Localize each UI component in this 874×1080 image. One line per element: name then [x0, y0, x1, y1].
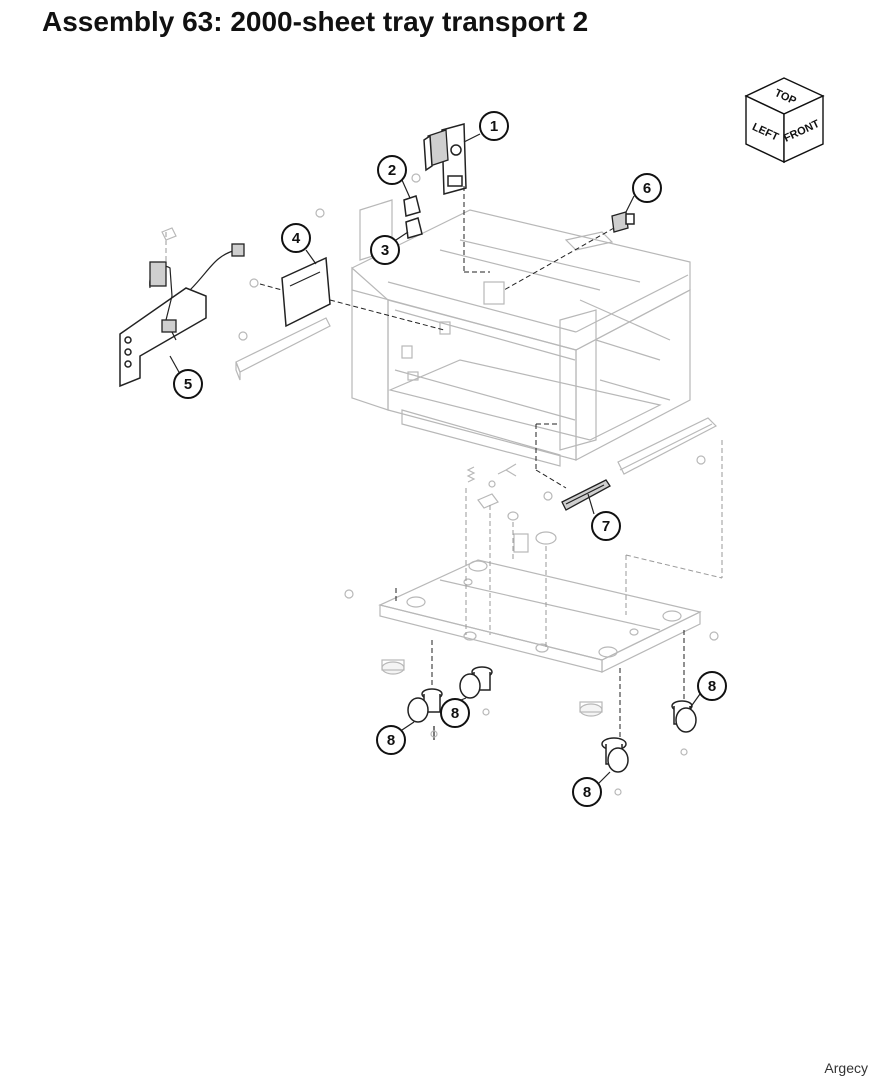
- watermark-text: Argecy: [824, 1060, 868, 1076]
- callout-3: 3: [370, 235, 400, 265]
- part-8-caster-d: [601, 737, 629, 796]
- part-8-caster-c: [671, 700, 697, 756]
- part-5-wire-harness: [119, 227, 245, 388]
- part-8-caster-a: [407, 688, 443, 740]
- callout-8a-label: 8: [387, 732, 395, 749]
- callout-6: 6: [632, 173, 662, 203]
- leveling-feet: [381, 659, 603, 717]
- part-6-connector: [611, 211, 635, 233]
- callout-1-label: 1: [490, 118, 498, 135]
- callout-5-label: 5: [184, 376, 192, 393]
- callout-4-label: 4: [292, 230, 301, 247]
- callout-2: 2: [377, 155, 407, 185]
- part-1-motor-bracket: [411, 123, 467, 195]
- tray-base: [344, 440, 723, 673]
- callout-6-label: 6: [643, 180, 651, 197]
- orientation-cube: TOP LEFT FRONT: [744, 77, 825, 164]
- callout-8d-label: 8: [583, 784, 591, 801]
- page-title: Assembly 63: 2000-sheet tray transport 2: [42, 6, 589, 37]
- callout-3-label: 3: [381, 242, 389, 259]
- part-7-sensor-actuator: [561, 479, 611, 511]
- callout-4: 4: [281, 223, 311, 253]
- right-slide-rail: [617, 417, 718, 475]
- callout-7-label: 7: [602, 518, 610, 535]
- callout-7: 7: [591, 511, 621, 541]
- callout-1: 1: [479, 111, 509, 141]
- callout-8b: 8: [440, 698, 470, 728]
- callout-8c: 8: [697, 671, 727, 701]
- callout-8b-label: 8: [451, 705, 459, 722]
- idler-hardware: [465, 463, 557, 648]
- part-8-caster-b: [459, 666, 493, 716]
- tray-transport-frame: [351, 209, 691, 467]
- part-4-control-board: [249, 256, 331, 328]
- explosion-lines: [259, 186, 685, 738]
- callout-leaders: [169, 133, 701, 785]
- callout-5: 5: [173, 369, 203, 399]
- callout-8d: 8: [572, 777, 602, 807]
- callout-2-label: 2: [388, 162, 396, 179]
- callout-8c-label: 8: [708, 678, 716, 695]
- callout-8a: 8: [376, 725, 406, 755]
- left-slide-rail: [235, 208, 331, 381]
